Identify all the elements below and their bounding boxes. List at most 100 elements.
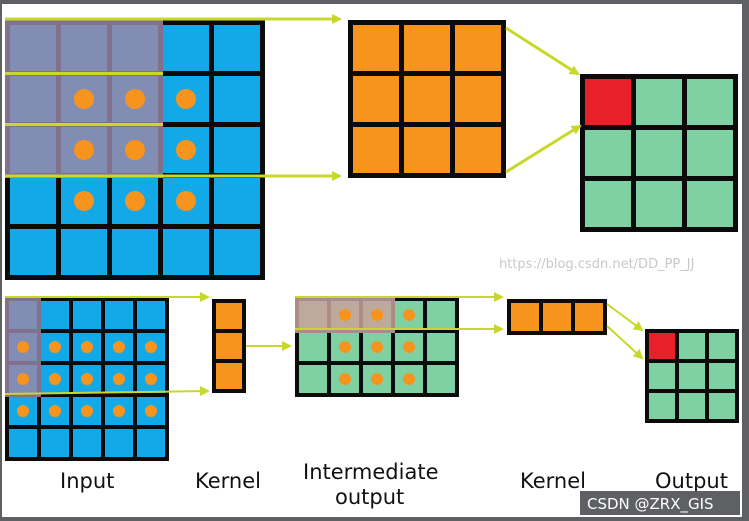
top-kernel-grid-cell <box>353 127 399 173</box>
bottom-intermediate-grid-cell <box>427 333 455 361</box>
bottom-arrow-to-kernel1-bottom <box>4 386 210 397</box>
bottom-intermediate-dot <box>371 373 383 385</box>
top-input-grid-cell <box>61 229 107 275</box>
bottom-intermediate-grid-cell <box>299 333 327 361</box>
top-input-dot <box>74 191 94 211</box>
top-kernel-grid-cell <box>455 127 501 173</box>
top-output-grid-cell <box>585 79 631 125</box>
bottom-input-dot <box>81 405 93 417</box>
bottom-output-grid <box>645 329 739 423</box>
bottom-intermediate-dot <box>403 341 415 353</box>
top-input-dot <box>125 191 145 211</box>
bottom-input-grid-cell <box>9 429 37 457</box>
convolution-diagram: https://blog.csdn.net/DD_PP_JJ Input Kerne… <box>4 14 740 515</box>
top-input-grid-cell <box>112 229 158 275</box>
bottom-input-dot <box>49 373 61 385</box>
label-input: Input <box>60 469 114 493</box>
diagram-canvas: https://blog.csdn.net/DD_PP_JJ Input Kerne… <box>2 4 742 517</box>
bottom-input-grid-cell <box>137 301 165 329</box>
bottom-kernel2-grid-cell <box>511 303 539 331</box>
bottom-input-dot <box>17 373 29 385</box>
bottom-arrow-kernel2-to-output-top <box>606 303 644 332</box>
bottom-intermediate-grid-cell <box>427 301 455 329</box>
bottom-input-dot <box>49 405 61 417</box>
bottom-input-dot <box>113 405 125 417</box>
top-input-grid-cell <box>10 229 56 275</box>
bottom-input-grid-cell <box>41 429 69 457</box>
bottom-output-grid-cell <box>679 363 705 389</box>
bottom-output-grid-cell <box>709 363 735 389</box>
top-kernel-grid-cell <box>455 25 501 71</box>
bottom-input-dot <box>81 373 93 385</box>
bottom-input-grid-cell <box>105 301 133 329</box>
bottom-output-grid-cell <box>649 363 675 389</box>
bottom-arrow-kernel2-to-output-bottom <box>606 325 644 360</box>
top-input-grid-cell <box>214 127 260 173</box>
bottom-intermediate-dot <box>339 309 351 321</box>
bottom-output-grid-cell <box>649 333 675 359</box>
bottom-input-dot <box>145 341 157 353</box>
bottom-intermediate-dot <box>339 373 351 385</box>
credit-badge <box>580 491 740 515</box>
top-output-grid-cell <box>636 79 682 125</box>
top-output-grid-cell <box>636 181 682 227</box>
top-kernel-grid-cell <box>404 25 450 71</box>
top-output-grid <box>580 74 738 232</box>
top-arrow-kernel-to-output-top <box>505 26 580 76</box>
watermark-url: https://blog.csdn.net/DD_PP_JJ <box>499 257 694 272</box>
label-intermediate-line2: output <box>335 485 404 509</box>
bottom-intermediate-dot <box>371 309 383 321</box>
bottom-input-dot <box>49 341 61 353</box>
top-input-dot <box>125 140 145 160</box>
top-arrow-kernel-to-output-bottom <box>505 124 582 174</box>
bottom-output-grid-cell <box>679 393 705 419</box>
top-output-grid-cell <box>687 130 733 176</box>
top-kernel-grid-cell <box>455 76 501 122</box>
top-input-grid-cell <box>10 178 56 224</box>
bottom-kernel1-grid-cell <box>216 363 242 389</box>
top-input-dot <box>74 140 94 160</box>
top-input-grid-cell <box>214 25 260 71</box>
bottom-input-grid-cell <box>105 429 133 457</box>
top-input-grid-cell <box>214 178 260 224</box>
top-output-grid-cell <box>585 181 631 227</box>
top-output-grid-cell <box>687 181 733 227</box>
bottom-output-grid-cell <box>649 393 675 419</box>
top-input-dot <box>74 89 94 109</box>
label-intermediate-line1: Intermediate <box>303 460 439 484</box>
bottom-kernel1-grid-cell <box>216 303 242 329</box>
bottom-kernel2-grid <box>507 299 607 335</box>
bottom-input-dot <box>113 373 125 385</box>
label-kernel-2: Kernel <box>520 469 586 493</box>
bottom-kernel2-grid-cell <box>543 303 571 331</box>
bottom-input-grid-cell <box>137 429 165 457</box>
top-kernel-grid <box>348 20 506 178</box>
top-input-grid-cell <box>214 229 260 275</box>
top-input-grid-cell <box>163 229 209 275</box>
top-input-dot <box>176 140 196 160</box>
bottom-input-dot <box>81 341 93 353</box>
bottom-input-dot <box>17 341 29 353</box>
top-output-grid-cell <box>687 79 733 125</box>
top-output-grid-cell <box>636 130 682 176</box>
label-kernel-1: Kernel <box>195 469 261 493</box>
bottom-input-grid-cell <box>73 301 101 329</box>
csdn-credit: CSDN @ZRX_GIS <box>587 495 714 514</box>
bottom-intermediate-dot <box>403 373 415 385</box>
bottom-intermediate-dot <box>403 309 415 321</box>
bottom-kernel1-grid-cell <box>216 333 242 359</box>
bottom-intermediate-dot <box>339 341 351 353</box>
top-input-grid-cell <box>214 76 260 122</box>
bottom-intermediate-dot <box>371 341 383 353</box>
bottom-kernel1-grid <box>212 299 246 393</box>
bottom-input-dot <box>145 405 157 417</box>
top-input-dot <box>176 191 196 211</box>
top-kernel-grid-cell <box>404 127 450 173</box>
bottom-output-grid-cell <box>709 393 735 419</box>
bottom-intermediate-grid-cell <box>299 365 327 393</box>
top-kernel-grid-cell <box>353 25 399 71</box>
top-input-grid-cell <box>163 25 209 71</box>
bottom-intermediate-grid-cell <box>427 365 455 393</box>
top-output-grid-cell <box>585 130 631 176</box>
bottom-input-grid-cell <box>73 429 101 457</box>
